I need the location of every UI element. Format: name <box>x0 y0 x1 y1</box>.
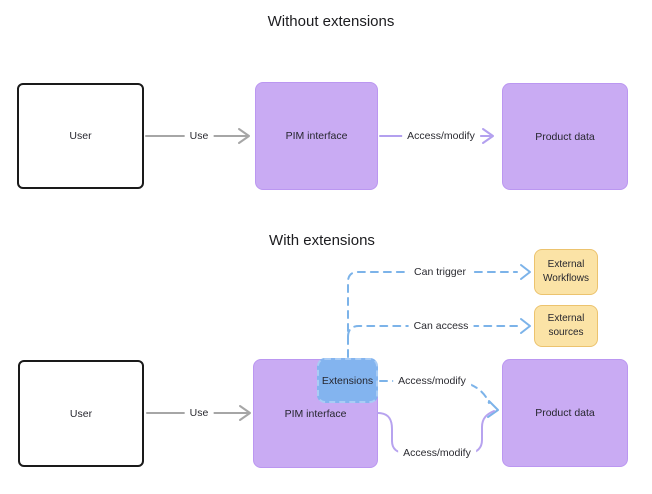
node-extensions: Extensions <box>317 358 378 403</box>
node-external-workflows-line1: External <box>547 259 585 270</box>
arrowhead-icon <box>487 400 499 418</box>
node-user-top: User <box>17 83 144 189</box>
node-product-data-top-label: Product data <box>535 130 595 143</box>
node-user-bottom-label: User <box>69 407 93 420</box>
node-pim-interface-top-label: PIM interface <box>285 130 348 142</box>
arrowhead-icon <box>482 128 494 144</box>
arrowhead-icon <box>520 264 531 280</box>
arrowhead-icon <box>520 318 531 334</box>
node-external-sources: External sources <box>534 305 598 347</box>
node-external-workflows: External Workflows <box>534 249 598 295</box>
arrowhead-icon <box>239 405 251 421</box>
node-product-data-bottom-label: Product data <box>535 407 595 419</box>
node-external-sources-line1: External <box>547 313 585 324</box>
edge-label-access-modify-bottom: Access/modify <box>398 447 476 459</box>
node-product-data-top: Product data <box>502 83 628 190</box>
node-user-top-label: User <box>69 130 92 142</box>
node-user-bottom: User <box>18 360 144 467</box>
edge-label-access-modify-extensions: Access/modify <box>393 375 471 387</box>
edge-label-access-modify-top: Access/modify <box>402 130 480 142</box>
edge-label-use-top: Use <box>184 130 214 142</box>
node-extensions-label: Extensions <box>321 374 374 387</box>
edge-can-trigger <box>347 271 518 358</box>
node-product-data-bottom: Product data <box>502 359 628 467</box>
node-external-sources-line2: sources <box>548 327 584 338</box>
section-title-with-extensions: With extensions <box>269 232 375 249</box>
node-pim-interface-top: PIM interface <box>255 82 378 190</box>
edge-label-use-bottom: Use <box>184 407 214 419</box>
arrowhead-icon <box>238 128 250 144</box>
node-external-workflows-line2: Workflows <box>543 273 589 284</box>
edge-label-can-trigger: Can trigger <box>409 266 471 278</box>
node-pim-interface-bottom-label: PIM interface <box>284 407 347 420</box>
section-title-without-extensions: Without extensions <box>267 13 395 30</box>
edge-label-can-access: Can access <box>408 320 474 332</box>
